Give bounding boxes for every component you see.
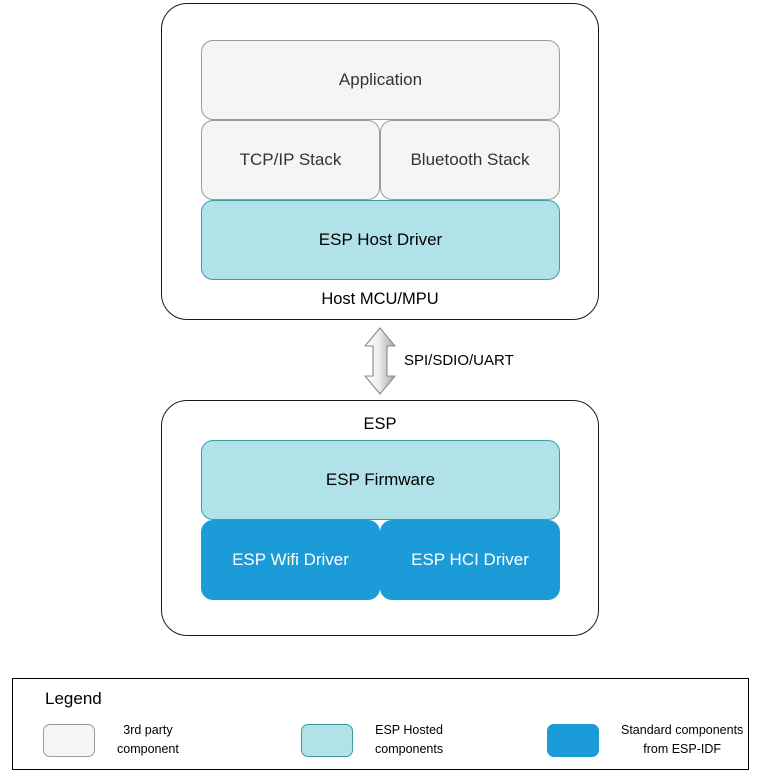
block-bluetooth-stack-label: Bluetooth Stack bbox=[410, 149, 530, 169]
esp-label: ESP bbox=[363, 415, 397, 433]
double-headed-vertical-arrow-icon bbox=[364, 327, 396, 395]
block-esp-firmware[interactable]: ESP Firmware bbox=[201, 440, 560, 520]
block-application[interactable]: Application bbox=[201, 40, 560, 120]
legend-item-third-party: 3rd party component bbox=[43, 721, 179, 760]
host-mcu-label: Host MCU/MPU bbox=[321, 290, 439, 308]
block-bluetooth-stack[interactable]: Bluetooth Stack bbox=[380, 120, 560, 200]
legend-swatch-esp-hosted bbox=[301, 723, 353, 757]
bus-interface-label: SPI/SDIO/UART bbox=[404, 352, 514, 369]
legend-label-esp-hosted: ESP Hosted components bbox=[375, 723, 444, 757]
legend-panel: Legend 3rd party component ESP Hosted co… bbox=[12, 678, 749, 770]
legend-item-esp-hosted: ESP Hosted components bbox=[301, 721, 443, 760]
legend-title: Legend bbox=[45, 689, 102, 708]
block-esp-host-driver[interactable]: ESP Host Driver bbox=[201, 200, 560, 280]
block-tcpip-stack-label: TCP/IP Stack bbox=[239, 149, 342, 169]
block-esp-hci-driver-label: ESP HCI Driver bbox=[411, 549, 529, 569]
legend-label-esp-idf: Standard components from ESP-IDF bbox=[621, 723, 744, 757]
legend-swatch-third-party bbox=[43, 723, 95, 757]
block-esp-host-driver-label: ESP Host Driver bbox=[318, 229, 443, 249]
block-tcpip-stack[interactable]: TCP/IP Stack bbox=[201, 120, 380, 200]
block-esp-wifi-driver-label: ESP Wifi Driver bbox=[232, 549, 349, 569]
block-esp-firmware-label: ESP Firmware bbox=[325, 469, 436, 489]
legend-label-third-party: 3rd party component bbox=[117, 723, 179, 757]
legend-swatch-esp-idf bbox=[547, 723, 599, 757]
legend-item-esp-idf: Standard components from ESP-IDF bbox=[547, 721, 743, 760]
block-esp-hci-driver[interactable]: ESP HCI Driver bbox=[380, 520, 560, 600]
block-application-label: Application bbox=[338, 69, 423, 89]
block-esp-wifi-driver[interactable]: ESP Wifi Driver bbox=[201, 520, 380, 600]
